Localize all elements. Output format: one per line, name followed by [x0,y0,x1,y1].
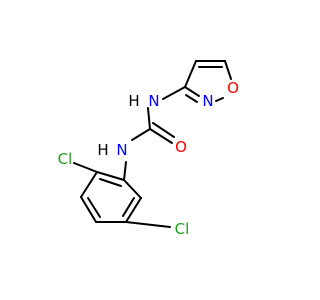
nh-lower-hydrogen-label: H [97,141,108,159]
chlorine-bottom-label: Cl [175,220,190,238]
bond-carbonyl-o-double [152,122,175,138]
bond-ar3-ar4-double [87,197,101,218]
bond-ar1-ar2 [96,171,125,181]
bond-ar1-ar2-double [99,178,122,187]
ring-nitrogen-label: N [202,92,213,110]
bond-nh-aryl [123,161,127,181]
bond-ar5-ar6 [125,197,142,223]
bond-n2-c3-double [185,94,198,103]
nh-upper-hydrogen-label: H [128,92,139,110]
atom-labels: H N O N H N O Cl Cl [58,79,239,238]
carbonyl-oxygen-label: O [175,138,187,156]
bond-n2-c3 [184,86,200,97]
bond-ar3-ar4 [80,196,97,223]
bond-c5-o1 [224,60,232,80]
bond-c3-nh [162,86,186,100]
bonds [73,60,232,228]
bond-nh-carbonyl [147,107,151,130]
bond-o1-n2 [215,97,224,102]
bond-carbonyl-nh [131,128,151,141]
nh-upper-nitrogen-label: N [148,92,159,110]
bond-ar2-ar3 [80,171,98,198]
bond-ar5-cl [125,221,171,228]
chlorine-top-label: Cl [58,150,73,168]
ring-oxygen-label: O [227,79,239,97]
bond-ar2-cl [73,162,98,173]
bond-ar5-ar6-double [122,197,135,217]
bond-carbonyl-o [149,128,173,144]
bond-c3-c4 [184,60,197,88]
nh-lower-nitrogen-label: N [116,141,127,159]
bond-ar6-ar1 [123,179,142,199]
molecule-structure: H N O N H N O Cl Cl [58,60,239,238]
